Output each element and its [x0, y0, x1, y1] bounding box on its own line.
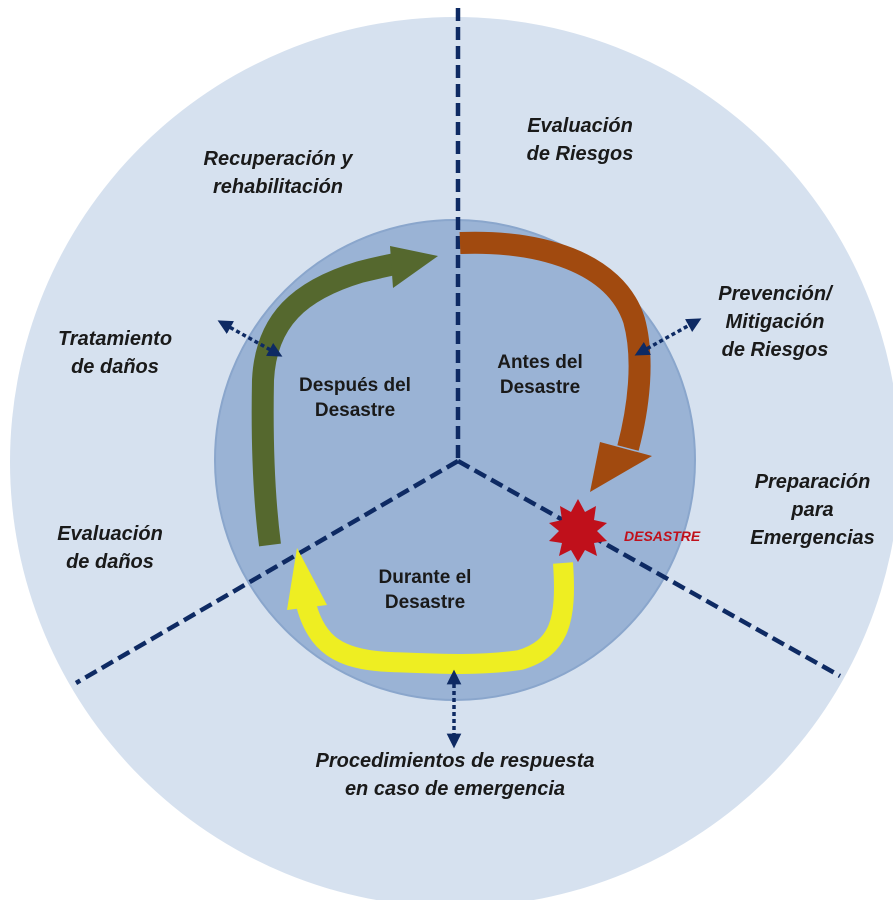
disaster-label: DESASTRE: [624, 528, 701, 544]
damage-assessment-line2: de daños: [66, 551, 154, 573]
risk-assessment-line1: Evaluación: [527, 115, 633, 137]
phase-dividers: [74, 8, 842, 685]
phase-after-line1: Después del: [299, 375, 411, 396]
preparedness-line3: Emergencias: [750, 527, 875, 549]
recovery-line1: Recuperación y: [203, 148, 353, 170]
damage-treatment-line2: de daños: [71, 356, 159, 378]
divider-lower-left: [74, 459, 460, 685]
phase-during-line2: Desastre: [384, 592, 466, 613]
preparedness-line2: para: [791, 499, 834, 521]
phase-before-line1: Antes del: [497, 352, 583, 373]
phase-after-line2: Desastre: [314, 400, 396, 421]
stage-damage-treatment: Tratamiento de daños: [35, 325, 195, 381]
damage-assessment-line1: Evaluación: [57, 523, 163, 545]
prevention-line3: de Riesgos: [721, 339, 829, 361]
response-line1: Procedimientos de respuesta: [315, 750, 595, 772]
phase-label-after: Después del Desastre: [280, 373, 430, 423]
stage-risk-assessment: Evaluación de Riesgos: [500, 112, 660, 168]
divider-lower-right: [456, 459, 842, 678]
explosion-burst-icon: [549, 499, 607, 562]
double-arrow-prevention-icon: [634, 318, 702, 356]
stage-prevention: Prevención/ Mitigación de Riesgos: [700, 280, 850, 364]
phase-label-before: Antes del Desastre: [470, 350, 610, 400]
phase-before-line2: Desastre: [499, 377, 581, 398]
risk-assessment-line2: de Riesgos: [526, 143, 634, 165]
preparedness-line1: Preparación: [754, 471, 871, 493]
arrow-before-disaster: [459, 231, 652, 492]
stage-damage-assessment: Evaluación de daños: [30, 520, 190, 576]
stage-recovery: Recuperación y rehabilitación: [178, 145, 378, 201]
prevention-line1: Prevención/: [718, 283, 832, 305]
stage-response: Procedimientos de respuesta en caso de e…: [265, 747, 645, 803]
arrow-during-disaster: [287, 548, 574, 674]
phase-label-during: Durante el Desastre: [350, 565, 500, 615]
recovery-line2: rehabilitación: [212, 176, 344, 198]
response-line2: en caso de emergencia: [344, 778, 566, 800]
double-arrow-treatment-icon: [217, 320, 283, 357]
prevention-line2: Mitigación: [725, 311, 825, 333]
phase-during-line1: Durante el: [378, 567, 472, 588]
stage-preparedness: Preparación para Emergencias: [735, 468, 890, 552]
damage-treatment-line1: Tratamiento: [57, 328, 173, 350]
